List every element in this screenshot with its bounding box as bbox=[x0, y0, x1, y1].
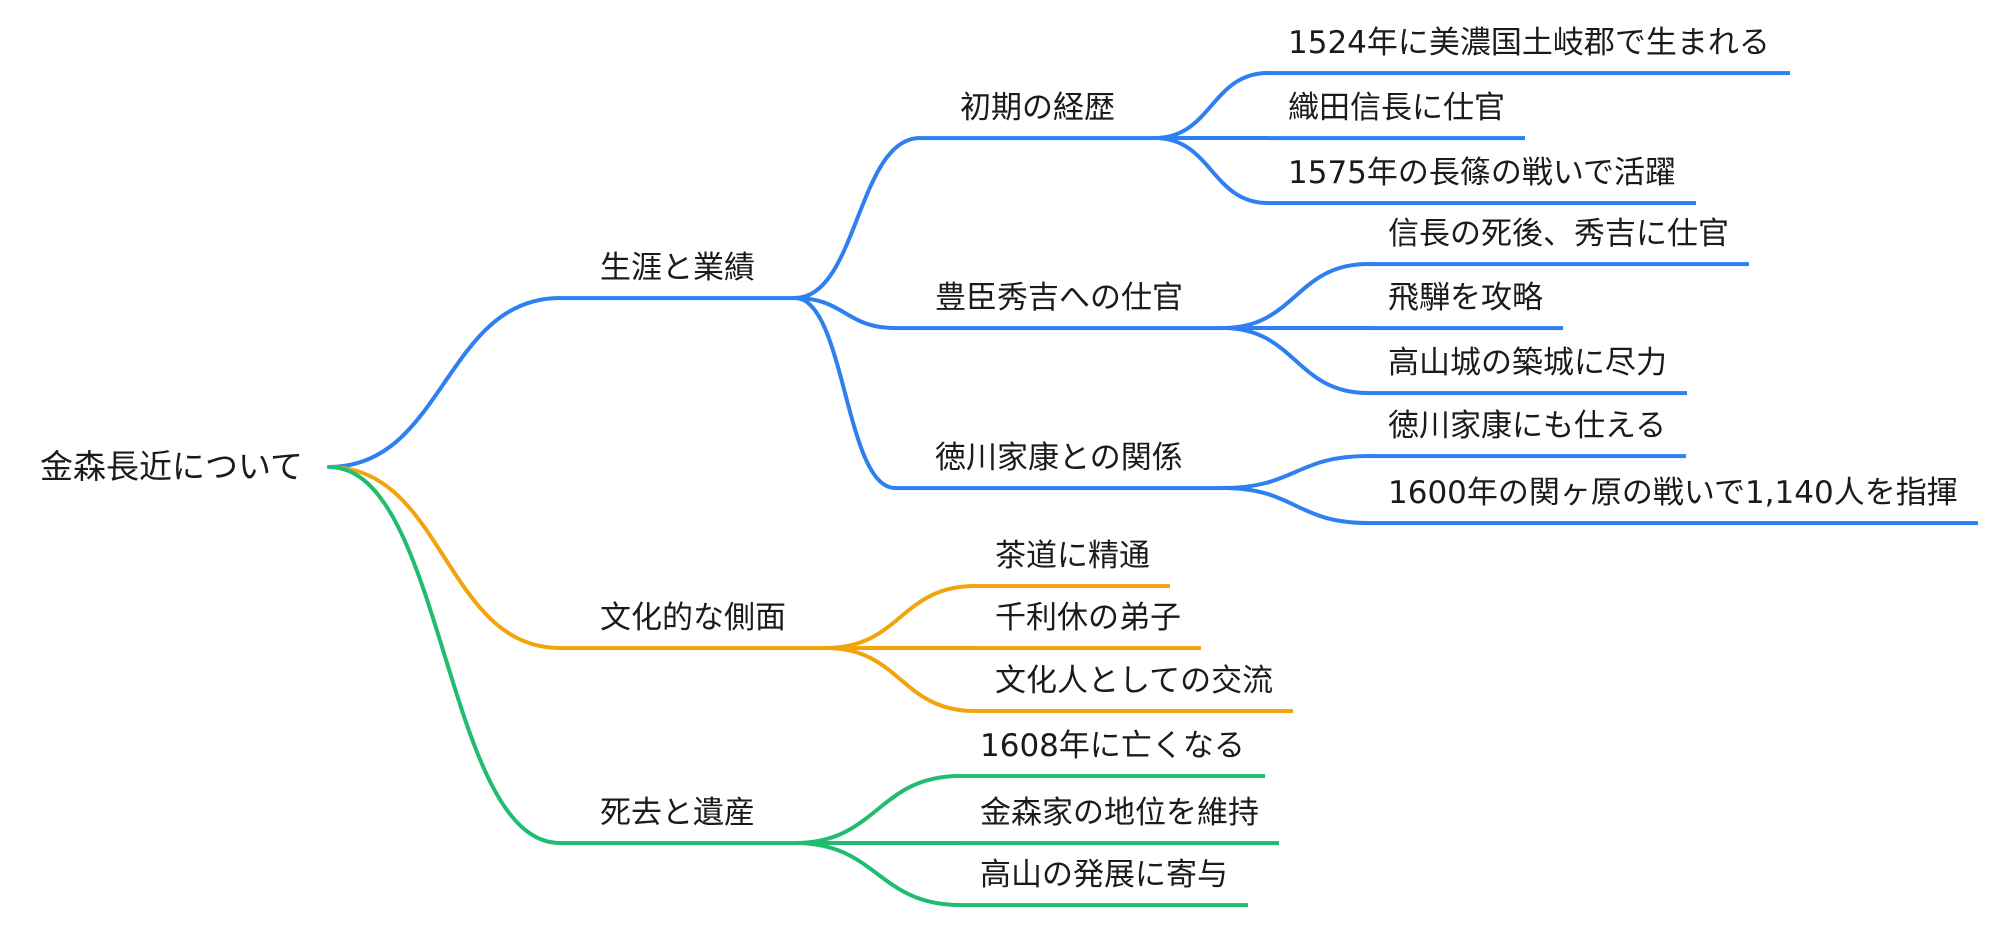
mindmap-link bbox=[327, 296, 562, 469]
node-life-achievements[interactable]: 生涯と業績 bbox=[560, 248, 795, 300]
node-serving-hideyoshi[interactable]: 豊臣秀吉への仕官 bbox=[895, 278, 1223, 330]
node-root: 金森長近について bbox=[40, 447, 304, 487]
node-served-nobunaga[interactable]: 織田信長に仕官 bbox=[1268, 88, 1525, 140]
mindmap-link bbox=[1221, 262, 1370, 330]
node-cultural-exchange[interactable]: 文化人としての交流 bbox=[975, 661, 1294, 713]
mindmap-link bbox=[793, 296, 897, 490]
node-died-1608[interactable]: 1608年に亡くなる bbox=[960, 726, 1265, 778]
node-early-career[interactable]: 初期の経歴 bbox=[920, 88, 1155, 140]
node-served-hideyoshi-after-nobunaga[interactable]: 信長の死後、秀吉に仕官 bbox=[1368, 214, 1749, 266]
mindmap-link bbox=[793, 841, 962, 907]
node-death-and-legacy[interactable]: 死去と遺産 bbox=[560, 793, 795, 845]
node-served-ieyasu-too[interactable]: 徳川家康にも仕える bbox=[1368, 406, 1687, 458]
node-nagashino-battle-1575[interactable]: 1575年の長篠の戦いで活躍 bbox=[1268, 153, 1696, 205]
node-sekigahara-1600-command[interactable]: 1600年の関ヶ原の戦いで1,140人を指揮 bbox=[1368, 473, 1978, 525]
mindmap-link bbox=[1153, 136, 1270, 205]
mindmap-link bbox=[1220, 486, 1370, 525]
node-takayama-castle-construction[interactable]: 高山城の築城に尽力 bbox=[1368, 343, 1687, 395]
node-tea-ceremony-mastery[interactable]: 茶道に精通 bbox=[975, 536, 1170, 588]
mindmap-link bbox=[327, 465, 562, 650]
mindmap-link bbox=[1153, 71, 1270, 140]
mindmap-link bbox=[793, 296, 897, 330]
node-sen-no-rikyu-disciple[interactable]: 千利休の弟子 bbox=[975, 598, 1201, 650]
node-born-1524-mino[interactable]: 1524年に美濃国土岐郡で生まれる bbox=[1268, 23, 1790, 75]
mindmap-link bbox=[327, 465, 562, 845]
mindmap-link bbox=[793, 774, 962, 845]
node-takayama-development[interactable]: 高山の発展に寄与 bbox=[960, 855, 1248, 907]
node-kanamori-family-status[interactable]: 金森家の地位を維持 bbox=[960, 793, 1279, 845]
node-hida-conquest[interactable]: 飛騨を攻略 bbox=[1368, 278, 1563, 330]
mindmap-link bbox=[824, 646, 977, 713]
node-relationship-with-ieyasu[interactable]: 徳川家康との関係 bbox=[895, 438, 1223, 490]
mindmap-link bbox=[1221, 326, 1370, 395]
mindmap-link bbox=[793, 136, 922, 300]
mindmap-link bbox=[1220, 454, 1370, 490]
node-cultural-aspects[interactable]: 文化的な側面 bbox=[560, 598, 826, 650]
mindmap-link bbox=[824, 584, 977, 650]
